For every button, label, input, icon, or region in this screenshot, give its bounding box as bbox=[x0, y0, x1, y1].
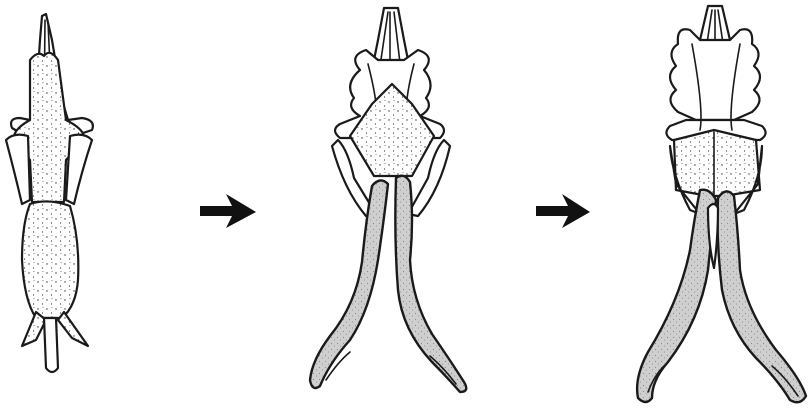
stage-1-tail-lobe-right bbox=[58, 312, 88, 346]
right-arrow-icon bbox=[536, 194, 590, 228]
stage-1-structure bbox=[6, 14, 93, 372]
stage-3-structure bbox=[637, 6, 806, 402]
stage-1-tail-lobe-left bbox=[22, 312, 46, 346]
stage-3-grey-arm-right bbox=[718, 191, 807, 402]
stage-3-upper-lobed-body bbox=[670, 29, 760, 120]
stage-1-stalk bbox=[44, 318, 58, 372]
right-arrow-icon bbox=[200, 194, 256, 228]
stage-1-lower-stippled-body bbox=[22, 201, 78, 318]
stage-2-grey-arm-right bbox=[395, 176, 466, 392]
stage-3-grey-arm-left bbox=[637, 190, 716, 402]
stage-3-stippled-core bbox=[674, 130, 760, 196]
stage-2-structure bbox=[310, 8, 466, 392]
stage-2-grey-arm-left bbox=[310, 180, 388, 388]
